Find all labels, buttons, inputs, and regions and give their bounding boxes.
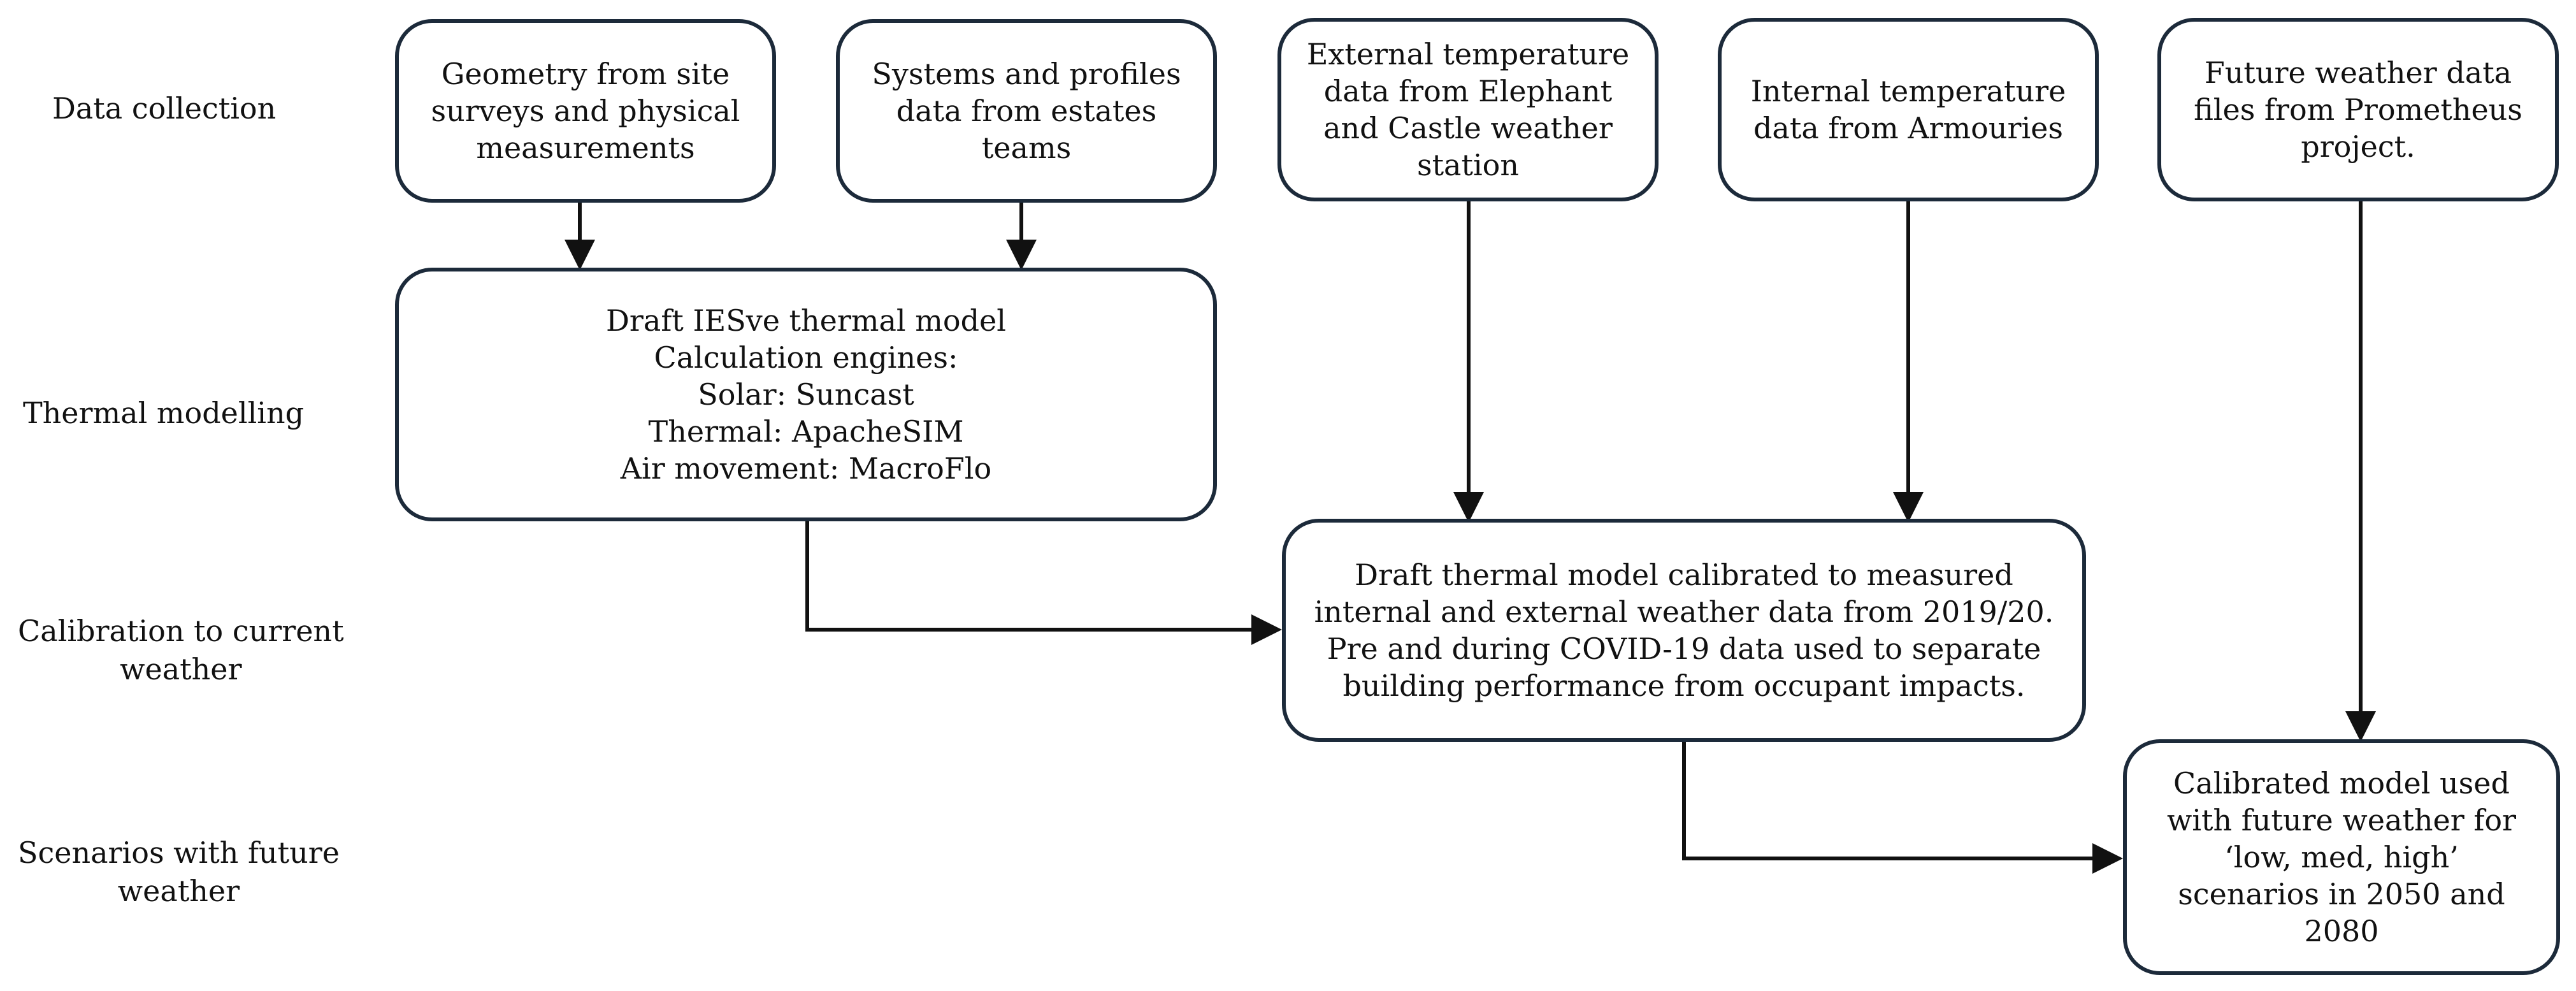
box-draft-thermal-model-text: Draft IESve thermal model Calculation en…	[606, 303, 1006, 486]
stage-label-scenarios: Scenarios with future weather	[18, 835, 340, 908]
box-external-temperature-text: External temperature data from Elephant …	[1306, 37, 1630, 182]
box-calibrated-draft-model: Draft thermal model calibrated to measur…	[1282, 519, 2086, 742]
stage-label-data-collection: Data collection	[52, 91, 277, 126]
box-future-weather: Future weather data files from Prometheu…	[2157, 18, 2559, 201]
box-systems-data-text: Systems and profiles data from estates t…	[872, 57, 1181, 165]
arrow-calibrated-model-to-final-model	[1682, 742, 2123, 874]
box-calibrated-future-model: Calibrated model used with future weathe…	[2123, 739, 2560, 975]
box-internal-temperature: Internal temperature data from Armouries	[1718, 18, 2099, 201]
box-calibrated-draft-model-text: Draft thermal model calibrated to measur…	[1314, 558, 2054, 703]
box-future-weather-text: Future weather data files from Prometheu…	[2194, 55, 2522, 164]
box-calibrated-future-model-text: Calibrated model used with future weathe…	[2166, 766, 2517, 948]
box-geometry-data: Geometry from site surveys and physical …	[395, 19, 776, 203]
box-external-temperature: External temperature data from Elephant …	[1277, 18, 1659, 201]
box-geometry-data-text: Geometry from site surveys and physical …	[431, 57, 740, 165]
stage-label-calibration: Calibration to current weather	[18, 614, 344, 686]
box-systems-data: Systems and profiles data from estates t…	[836, 19, 1217, 203]
stage-label-thermal-modelling: Thermal modelling	[23, 396, 305, 430]
box-internal-temperature-text: Internal temperature data from Armouries	[1750, 74, 2066, 145]
box-draft-thermal-model: Draft IESve thermal model Calculation en…	[395, 268, 1217, 521]
arrow-draft-model-to-calibrated-model	[805, 521, 1282, 645]
